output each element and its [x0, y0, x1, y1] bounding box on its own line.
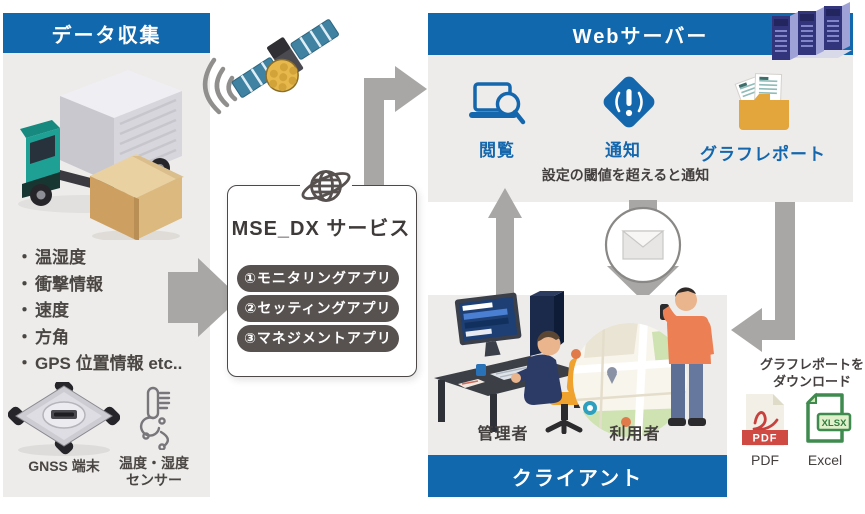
list-item: 速度 — [16, 298, 208, 325]
role-label-user: 利用者 — [609, 426, 661, 443]
folder-report-icon — [734, 73, 789, 130]
pdf-label: PDF — [751, 452, 779, 468]
globe-icon — [300, 160, 352, 212]
client-header: クライアント — [428, 455, 727, 497]
excel-file-icon: XLSX — [805, 392, 852, 443]
threshold-note: 設定の閾値を超えると通知 — [541, 167, 710, 183]
satellite-icon — [203, 19, 339, 115]
arrow-client-to-webserver — [488, 188, 522, 295]
radio-waves-icon — [203, 57, 238, 115]
list-item: 衝撃情報 — [16, 272, 208, 299]
collected-data-list: 温湿度 衝撃情報 速度 方角 GPS 位置情報 etc.. — [16, 245, 208, 378]
feature-label-notify: 通知 — [605, 141, 641, 160]
standing-user — [660, 287, 714, 426]
download-caption: グラフレポートを ダウンロード — [759, 357, 864, 389]
user-map-illustration — [571, 287, 714, 437]
list-item: GPS 位置情報 etc.. — [16, 351, 208, 378]
feature-label-graph-report: グラフレポート — [700, 145, 826, 164]
client-title: クライアント — [511, 467, 644, 490]
truck-illustration — [18, 70, 184, 240]
service-app-pill: ③マネジメントアプリ — [237, 325, 399, 352]
xlsx-badge: XLSX — [822, 418, 847, 429]
arrow-data-to-service — [168, 258, 240, 337]
service-app-pill: ①モニタリングアプリ — [237, 265, 399, 292]
list-item: 温湿度 — [16, 245, 208, 272]
alert-diamond-icon — [603, 76, 655, 128]
thermometer-icon — [139, 386, 171, 450]
arrow-service-to-webserver — [364, 66, 427, 185]
data-collection-header: データ収集 — [3, 13, 210, 53]
mail-circle-icon — [604, 200, 682, 301]
laptop-search-icon — [469, 82, 526, 125]
list-item: 方角 — [16, 325, 208, 352]
admin-illustration — [434, 291, 585, 434]
web-server-title: Webサーバー — [572, 25, 709, 48]
role-label-admin: 管理者 — [477, 426, 529, 443]
pdf-file-icon: PDF — [742, 394, 788, 446]
data-collection-title: データ収集 — [51, 24, 162, 47]
server-rack-icon — [772, 2, 852, 60]
arrow-webserver-to-download — [731, 202, 795, 352]
map-pins — [571, 308, 670, 427]
gnss-device-icon — [8, 382, 120, 456]
excel-label: Excel — [807, 452, 843, 468]
service-app-pill: ②セッティングアプリ — [237, 295, 399, 322]
service-title: MSE_DX サービス — [231, 218, 411, 240]
thermometer-label: 温度・湿度 センサー — [119, 455, 189, 488]
feature-label-view: 閲覧 — [479, 141, 515, 160]
pdf-badge: PDF — [753, 433, 778, 445]
cardboard-box — [90, 154, 184, 240]
gnss-device-label: GNSS 端末 — [28, 458, 100, 474]
